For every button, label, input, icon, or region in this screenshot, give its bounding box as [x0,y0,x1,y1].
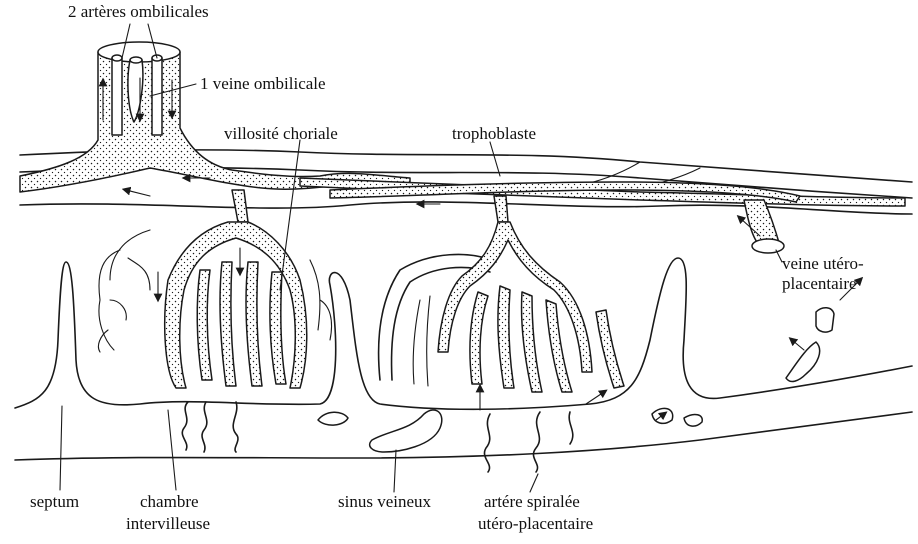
villous-tree-left [98,222,331,388]
label-utero-placental-vein-2: placentaire [782,274,857,294]
umbilical-cord [20,42,410,192]
label-intervillous-space-1: chambre [140,492,199,512]
label-septum: septum [30,492,79,512]
label-trophoblast: trophoblaste [452,124,536,144]
label-venous-sinus: sinus veineux [338,492,431,512]
label-intervillous-space-2: intervilleuse [126,514,210,534]
label-umbilical-arteries: 2 artères ombilicales [68,2,209,22]
villous-tree-middle [379,222,624,410]
label-umbilical-vein: 1 veine ombilicale [200,74,326,94]
label-spiral-artery-1: artére spiralée [484,492,580,512]
label-spiral-artery-2: utéro-placentaire [478,514,593,534]
label-utero-placental-vein-1: veine utéro- [782,254,864,274]
label-chorionic-villus: villosité choriale [224,124,338,144]
